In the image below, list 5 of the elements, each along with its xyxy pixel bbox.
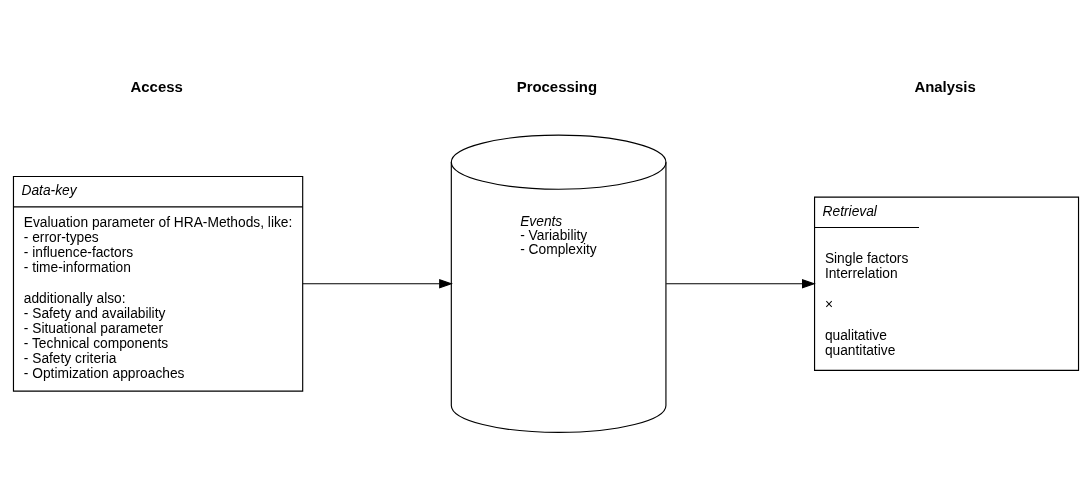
arrow xyxy=(665,278,816,289)
label: Access xyxy=(130,77,183,95)
label: Analysis xyxy=(914,77,976,95)
label: Processing xyxy=(516,77,598,95)
arrow xyxy=(302,278,453,289)
